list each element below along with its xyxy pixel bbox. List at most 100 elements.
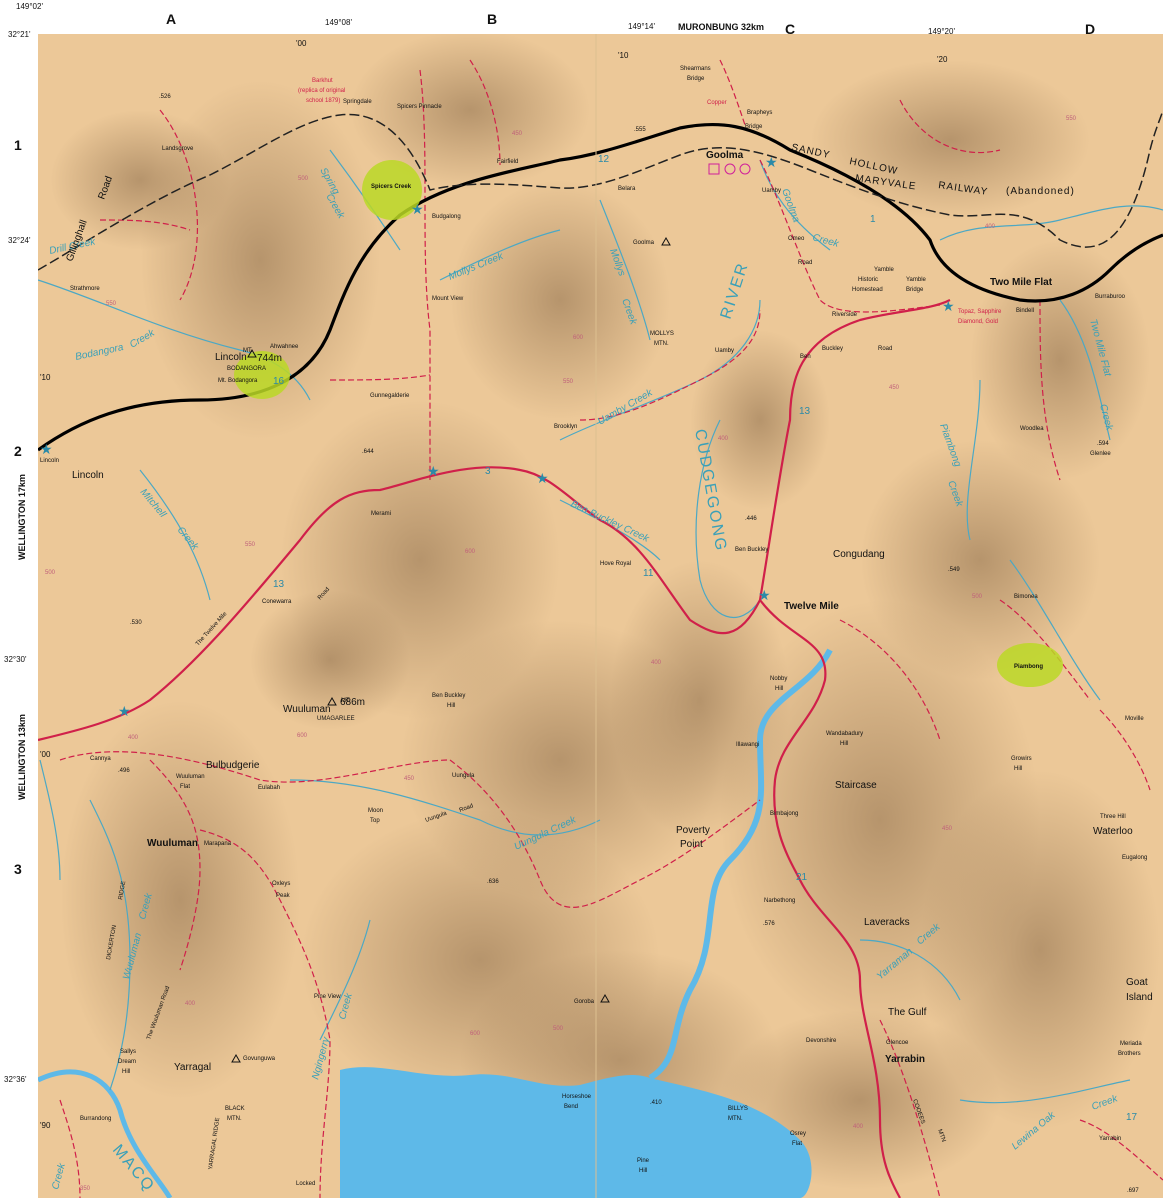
ridge-label: MTN — [936, 1129, 946, 1143]
place-label: Cannya — [90, 756, 111, 762]
place-label: Brapheys — [747, 110, 772, 116]
town-wuuluman: Wuuluman — [147, 838, 198, 849]
place-label: Ben — [800, 354, 811, 360]
place-label: Pine — [637, 1158, 650, 1164]
place-label: Uungula — [452, 773, 475, 779]
place-label: Fairfield — [497, 159, 518, 165]
place-labels: Landsgrove Springdale Spicers Pinnacle B… — [40, 66, 1153, 1187]
edge-top-muronbung: MURONBUNG 32km — [678, 22, 764, 32]
tick-left-1: '10 — [40, 373, 51, 382]
place-label: Bridge — [687, 76, 705, 82]
place-label: Merami — [371, 511, 391, 517]
contour-label: 450 — [889, 385, 900, 391]
route-number: 13 — [799, 406, 811, 417]
place-label: Yamble — [874, 267, 895, 273]
place-label: Burraburoo — [1095, 294, 1126, 300]
place-label: Ahwahnee — [270, 344, 299, 350]
contour-label: 550 — [245, 542, 256, 548]
place-label: Eugalong — [1122, 855, 1147, 861]
main-roads — [37, 299, 951, 1198]
place-label: school 1879) — [306, 98, 340, 104]
town-twelve-mile: Twelve Mile — [784, 601, 839, 612]
place-label: Hove Royal — [600, 561, 631, 567]
place-label: Uamby — [715, 348, 734, 354]
tick-left-2: '00 — [40, 750, 51, 759]
place-label: Locked — [296, 1181, 315, 1187]
spot-heights: .526 .555 .644 .446 .594 .549 .530 .496 … — [118, 94, 1139, 1194]
place-label: Bimonea — [1014, 594, 1038, 600]
route-number: 13 — [273, 579, 285, 590]
place-label: Goat — [1126, 977, 1148, 988]
contour-label: 350 — [80, 1186, 91, 1192]
contour-label: 600 — [470, 1031, 481, 1037]
tick-top-1: '00 — [296, 39, 307, 48]
contour-label: 400 — [985, 224, 996, 230]
place-label: Peak — [276, 893, 291, 899]
creeks — [37, 149, 1163, 1104]
place-label: Springdale — [343, 99, 372, 105]
ridge-label: RIDGE — [118, 881, 127, 901]
place-label: Point — [680, 839, 703, 850]
spot-height: .530 — [130, 620, 142, 626]
spot-height: .496 — [118, 768, 130, 774]
contour-label: 450 — [512, 131, 523, 137]
contour-label: 400 — [128, 735, 139, 741]
place-label: Yarragal — [174, 1062, 211, 1073]
place-label: Spicers Pinnacle — [397, 104, 442, 110]
place-label: UMAGARLEE — [317, 716, 355, 722]
place-label: Homestead — [852, 287, 883, 293]
place-label: Barkhut — [312, 78, 333, 84]
place-label: Wuuluman — [176, 774, 205, 780]
rail-label-abandoned: (Abandoned) — [1006, 186, 1075, 197]
place-label: Brothers — [1118, 1051, 1141, 1057]
grid-col-d: D — [1085, 21, 1095, 37]
svg-text:★: ★ — [411, 202, 424, 218]
svg-text:★: ★ — [765, 155, 778, 171]
peak-lincoln-height: 744m — [257, 353, 282, 364]
highlight-spicers-creek — [362, 160, 422, 220]
place-label: Wuuluman — [283, 704, 331, 715]
svg-text:★: ★ — [40, 442, 53, 458]
place-label: Top — [370, 818, 380, 824]
place-label: Moville — [1125, 716, 1144, 722]
place-label: MT. — [341, 698, 351, 704]
spot-height: .697 — [1127, 1188, 1139, 1194]
place-label: Topaz, Sapphire — [958, 309, 1002, 315]
svg-text:★: ★ — [427, 464, 440, 480]
place-label: MTN. — [654, 341, 669, 347]
place-label: Island — [1126, 992, 1153, 1003]
place-label: Bulbudgerie — [206, 760, 260, 771]
svg-text:★: ★ — [118, 704, 131, 720]
place-label: Glenlee — [1090, 451, 1111, 457]
place-label: Laveracks — [864, 917, 910, 928]
contour-label: 400 — [185, 1001, 196, 1007]
contour-label: 500 — [298, 176, 309, 182]
highlight-piambong — [997, 643, 1063, 687]
place-label: Waterloo — [1093, 826, 1133, 837]
place-label: Bend — [564, 1104, 578, 1110]
coord-left-1: 32°21' — [8, 30, 31, 39]
contour-label: 600 — [297, 733, 308, 739]
place-label: Flat — [792, 1141, 802, 1147]
place-label: Osrey — [790, 1131, 806, 1137]
contour-label: 500 — [45, 570, 56, 576]
rest-area-stars: ★★★ ★★★ ★★ — [40, 155, 955, 720]
place-label: Sallys — [120, 1049, 136, 1055]
place-label: Mt. Bodangora — [218, 378, 258, 384]
place-label: Road — [878, 346, 892, 352]
place-label: Buckley — [822, 346, 843, 352]
place-label: Yamble — [906, 277, 927, 283]
place-label: Mount View — [432, 296, 464, 302]
spot-height: .644 — [362, 449, 374, 455]
svg-text:★: ★ — [942, 299, 955, 315]
route-number: 12 — [598, 154, 610, 165]
grid-col-c: C — [785, 21, 795, 37]
place-label: The Gulf — [888, 1007, 927, 1018]
place-label: Riverside — [832, 312, 858, 318]
edge-left-wellington-13: WELLINGTON 13km — [17, 714, 27, 800]
place-label: Hill — [447, 703, 455, 709]
place-label: Hill — [1014, 766, 1022, 772]
contour-label: 600 — [573, 335, 584, 341]
contour-label: 500 — [972, 594, 983, 600]
place-label: Dream — [118, 1059, 136, 1065]
